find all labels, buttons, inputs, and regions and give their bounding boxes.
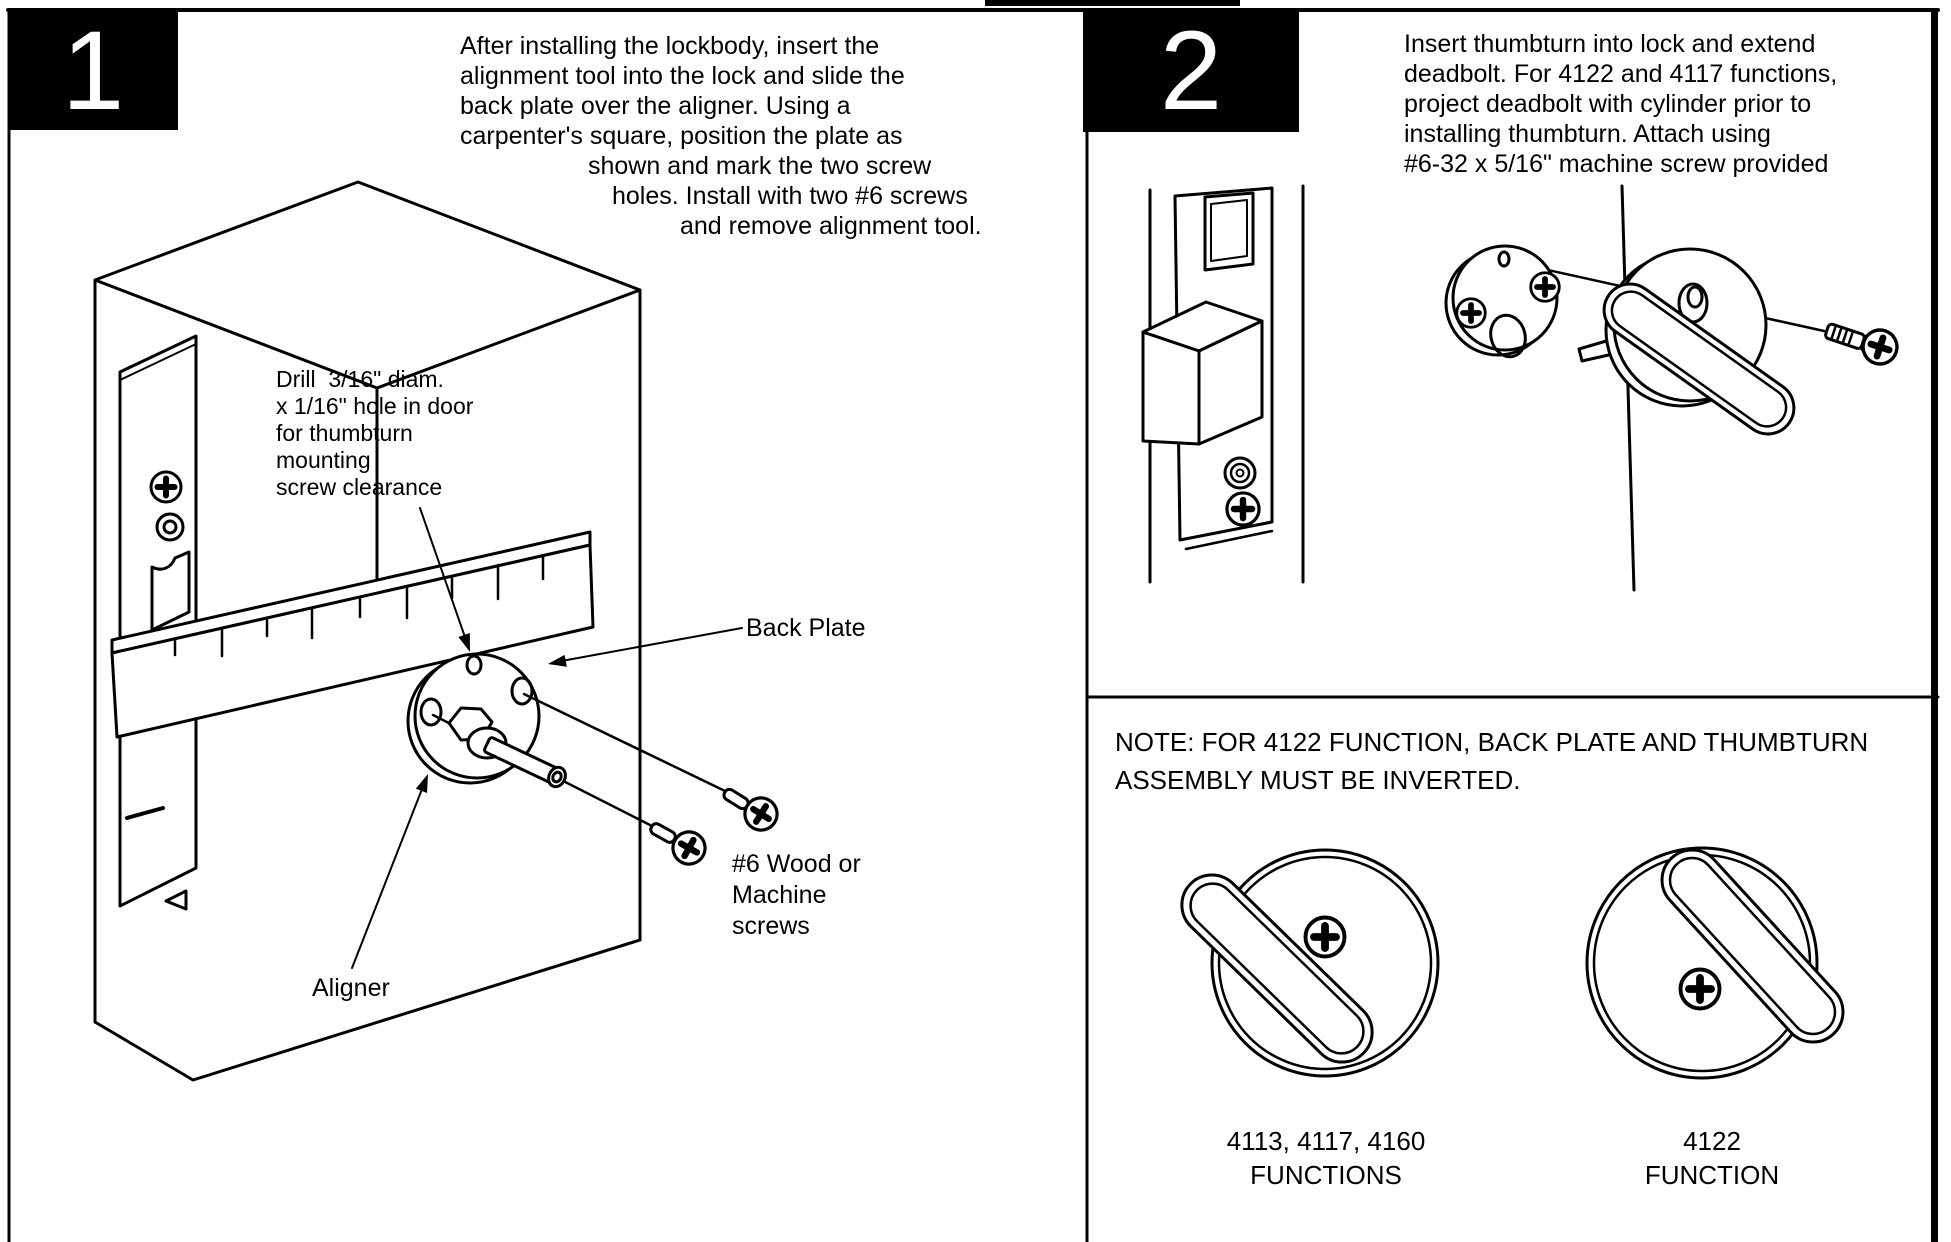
caption-line: 4122 (1683, 1126, 1741, 1156)
panel1-illustration (93, 180, 783, 1082)
back-plate-2 (1444, 244, 1560, 359)
deadbolt (1141, 300, 1264, 446)
thumbturn-4122-figure (1585, 846, 1845, 1080)
screw-hole (1497, 250, 1511, 268)
mount-hole-right (510, 676, 534, 706)
thumbturn-assembly (1577, 184, 1796, 592)
ruler-ticks (173, 553, 545, 658)
panel2-illustration (1141, 184, 1902, 1080)
caption-4122: 4122 FUNCTION (1562, 1124, 1862, 1192)
step-2-number: 2 (1159, 8, 1223, 133)
machine-screw-head-icon (1859, 326, 1902, 369)
note-line: NOTE: FOR 4122 FUNCTION, BACK PLATE AND … (1115, 727, 1869, 757)
aligner-label: Aligner (312, 974, 390, 1002)
plate-screw-icon (1457, 299, 1486, 328)
aligner-arrowhead-icon (415, 774, 428, 793)
caption-line: 4113, 4117, 4160 (1226, 1126, 1426, 1156)
thumb-lever (1602, 282, 1796, 436)
panel1-instructions: After installing the lockbody, insert th… (460, 31, 982, 241)
mount-hole-left (419, 697, 443, 727)
cylinder-ring (1223, 456, 1257, 490)
screws-label-line: screws (732, 912, 810, 940)
drill-leader-line (419, 507, 467, 641)
lock-edge-view (1141, 184, 1305, 584)
drill-note-line: screw clearance (276, 474, 443, 500)
instruction-line: Insert thumbturn into lock and extend (1404, 30, 1816, 58)
right-border (1931, 8, 1938, 1242)
instruction-line: After installing the lockbody, insert th… (460, 32, 880, 60)
instruction-line: deadbolt. For 4122 and 4117 functions, (1404, 60, 1838, 88)
step-1-badge: 1 (8, 11, 178, 130)
instruction-line: and remove alignment tool. (680, 212, 982, 240)
screw-axis-line-upper (522, 692, 727, 793)
strike-opening (1203, 191, 1255, 272)
page-borders (6, 0, 1940, 1242)
thumb-lever (1660, 848, 1845, 1044)
thumb-lever (1180, 873, 1374, 1064)
instruction-line: carpenter's square, position the plate a… (460, 122, 903, 150)
back-plate-assembly (406, 652, 727, 827)
leader-lines (351, 507, 743, 969)
spindle-hole (1489, 313, 1527, 359)
top-remnant-rule (985, 0, 1240, 6)
caption-line: FUNCTIONS (1250, 1160, 1402, 1190)
instruction-line: #6-32 x 5/16" machine screw provided (1404, 150, 1829, 178)
screws-label: #6 Wood or Machine screws (732, 849, 861, 942)
instruction-line: back plate over the aligner. Using a (460, 92, 851, 120)
instruction-line: shown and mark the two screw (588, 152, 932, 180)
step-1-number: 1 (61, 7, 125, 133)
aligner-leader-line (351, 783, 425, 969)
faceplate-screw-icon (151, 472, 181, 502)
step-2-badge: 2 (1083, 10, 1299, 132)
drill-note-line: x 1/16" hole in door (276, 393, 474, 419)
door-illustration (93, 180, 642, 1082)
caption-line: FUNCTION (1644, 1160, 1780, 1190)
backplate-leader-line (555, 627, 743, 663)
caption-4113-4117-4160: 4113, 4117, 4160 FUNCTIONS (1176, 1124, 1476, 1192)
drill-note-line: Drill 3/16" diam. (276, 366, 444, 392)
machine-screw (1824, 321, 1902, 369)
drill-note-line: for thumbturn (276, 420, 413, 446)
knob-screw-icon (1681, 970, 1720, 1009)
mortise-faceplate (118, 334, 198, 911)
screws-label-line: Machine (732, 881, 827, 909)
panel2-instructions: Insert thumbturn into lock and extend de… (1404, 29, 1837, 179)
door-edge-line (1620, 184, 1636, 592)
drill-note-line: mounting (276, 447, 371, 473)
deadbolt-cutout (150, 550, 191, 632)
screws-label-line: #6 Wood or (732, 850, 861, 878)
carpenters-square (110, 530, 595, 739)
instruction-line: installing thumbturn. Attach using (1404, 120, 1771, 148)
backplate-arrowhead-icon (548, 654, 567, 667)
thumbturn-4113-figure (1180, 848, 1440, 1078)
plate-screw-icon (1531, 273, 1560, 302)
aligner-tool (447, 706, 567, 789)
instruction-line: holes. Install with two #6 screws (612, 182, 968, 210)
thumbturn-screw-hole (465, 654, 483, 676)
note-line: ASSEMBLY MUST BE INVERTED. (1115, 765, 1521, 795)
instruction-line: alignment tool into the lock and slide t… (460, 62, 905, 90)
drill-note-label: Drill 3/16" diam. x 1/16" hole in door f… (276, 366, 473, 501)
mounting-screws (649, 787, 783, 869)
back-plate-label: Back Plate (746, 614, 866, 642)
inversion-note: NOTE: FOR 4122 FUNCTION, BACK PLATE AND … (1115, 723, 1868, 799)
knob-screw-icon (1306, 918, 1345, 957)
drill-arrowhead-icon (458, 633, 470, 652)
edge-screw-icon (1227, 493, 1259, 525)
instruction-line: project deadbolt with cylinder prior to (1404, 90, 1812, 118)
